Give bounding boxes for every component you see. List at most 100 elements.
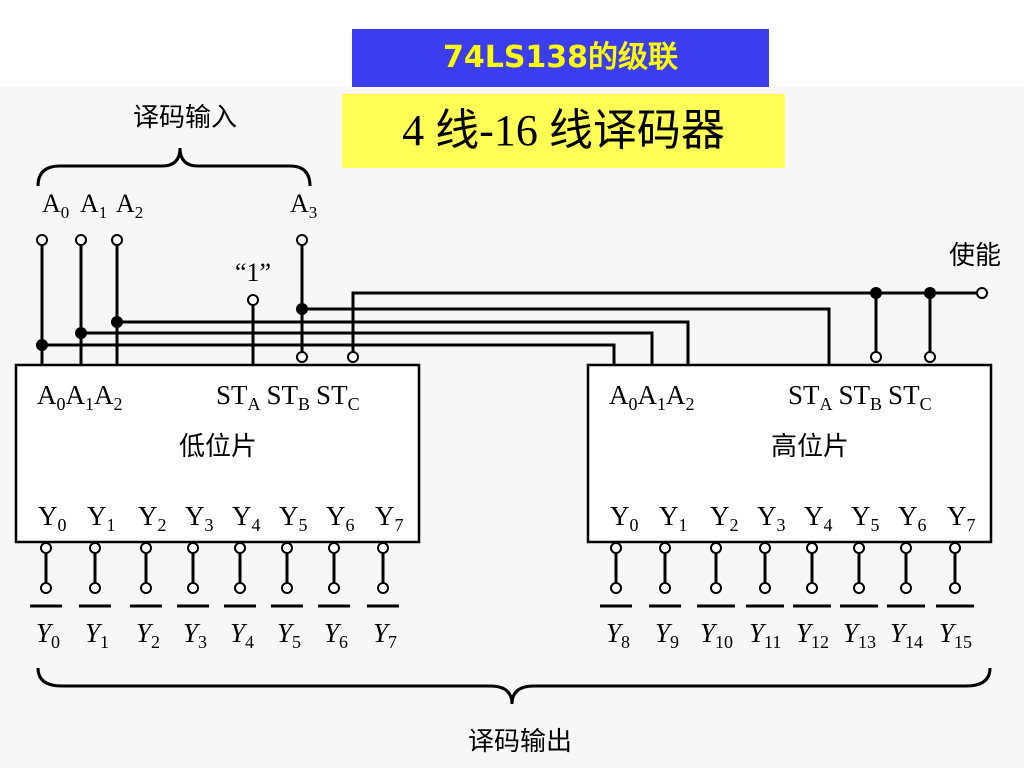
decode-output-label: 译码输出 (468, 727, 572, 757)
chip-high-body (586, 363, 993, 544)
output-terminal (234, 582, 246, 594)
input-labels: A0 A1 A2 A3 (42, 189, 317, 222)
output-label: Y13 (843, 618, 876, 652)
decoded-output-11: Y11 (746, 542, 784, 652)
chip-output-pin-label: Y4 (232, 501, 261, 535)
output-terminal (140, 582, 152, 594)
chip-output-pin-label: Y0 (610, 501, 639, 535)
input-terminals (36, 234, 988, 363)
chip-output-pin-label: Y3 (757, 501, 786, 535)
output-terminal (281, 582, 293, 594)
decoded-output-7: Y7 (367, 542, 399, 652)
output-bubble (377, 542, 389, 554)
chip-output-pin-label: Y6 (326, 501, 355, 535)
decode-output-brace (36, 667, 992, 705)
decoded-output-12: Y12 (793, 542, 831, 652)
input-label-a0: A0 (42, 189, 69, 222)
output-terminal (610, 582, 622, 594)
decoded-output-6: Y6 (318, 542, 350, 652)
chip-low-body (14, 363, 421, 544)
output-terminal (759, 582, 771, 594)
chip-output-pin-label: Y2 (138, 501, 167, 535)
output-label: Y12 (796, 618, 829, 652)
output-bubble (140, 542, 152, 554)
decoded-output-9: Y9 (649, 542, 681, 652)
decoded-output-2: Y2 (130, 542, 162, 652)
enable-label: 使能 (949, 241, 1001, 271)
output-terminal (40, 582, 52, 594)
output-terminal (949, 582, 961, 594)
input-label-a3: A3 (290, 189, 317, 222)
output-label: Y15 (939, 618, 972, 652)
output-label: Y10 (700, 618, 733, 652)
output-terminal (900, 582, 912, 594)
output-bubble (949, 542, 961, 554)
chip-output-pin-label: Y2 (710, 501, 739, 535)
output-label: Y3 (183, 618, 207, 652)
decoded-output-0: Y0 (30, 542, 62, 652)
chip-output-pin-label: Y5 (851, 501, 880, 535)
decoded-output-14: Y14 (887, 542, 925, 652)
output-label: Y1 (85, 618, 109, 652)
chip-output-pin-label: Y1 (659, 501, 688, 535)
junction-dot (296, 303, 308, 315)
decoded-output-13: Y13 (840, 542, 878, 652)
output-bubble (900, 542, 912, 554)
output-label: Y9 (655, 618, 679, 652)
input-label-a2: A2 (116, 189, 143, 222)
junction-dot (75, 327, 87, 339)
decoded-output-8: Y8 (600, 542, 632, 652)
input-label-a1: A1 (80, 189, 107, 222)
decode-input-brace (36, 147, 312, 187)
output-bubble (187, 542, 199, 554)
output-label: Y11 (749, 618, 781, 652)
decoded-output-10: Y10 (697, 542, 735, 652)
output-bubble (281, 542, 293, 554)
chip-low-name: 低位片 (179, 432, 257, 462)
output-terminal (328, 582, 340, 594)
output-terminal (187, 582, 199, 594)
output-label: Y7 (373, 618, 397, 652)
chip-high-addr-pins: A0A1A2 (609, 380, 695, 414)
decoded-output-5: Y5 (271, 542, 303, 652)
decode-input-label: 译码输入 (133, 103, 237, 133)
output-label: Y6 (324, 618, 348, 652)
output-label: Y5 (277, 618, 301, 652)
chip-output-pin-label: Y0 (38, 501, 67, 535)
output-terminal (806, 582, 818, 594)
slide-subtitle: 4 线-16 线译码器 (342, 94, 785, 168)
output-bubble (328, 542, 340, 554)
output-bubble (40, 542, 52, 554)
chip-high-name: 高位片 (771, 432, 849, 462)
output-label: Y14 (890, 618, 923, 652)
decoded-output-15: Y15 (936, 542, 974, 652)
decoded-output-4: Y4 (224, 542, 256, 652)
junction-dot (36, 339, 48, 351)
constant-one-label: “1” (235, 258, 271, 287)
output-label: Y4 (230, 618, 254, 652)
wiring (40, 245, 977, 365)
chip-low-addr-pins: A0A1A2 (37, 380, 123, 414)
output-bubble (610, 542, 622, 554)
junction-dot (924, 287, 936, 299)
output-terminal (377, 582, 389, 594)
output-bubble (659, 542, 671, 554)
slide-title: 74LS138的级联 (352, 29, 769, 87)
output-label: Y2 (136, 618, 160, 652)
output-bubble (806, 542, 818, 554)
decoded-output-3: Y3 (177, 542, 209, 652)
output-bubble (853, 542, 865, 554)
output-bubble (89, 542, 101, 554)
chip-output-pin-label: Y7 (947, 501, 976, 535)
junction-dot (870, 287, 882, 299)
output-terminal (710, 582, 722, 594)
chip-output-pin-label: Y5 (279, 501, 308, 535)
